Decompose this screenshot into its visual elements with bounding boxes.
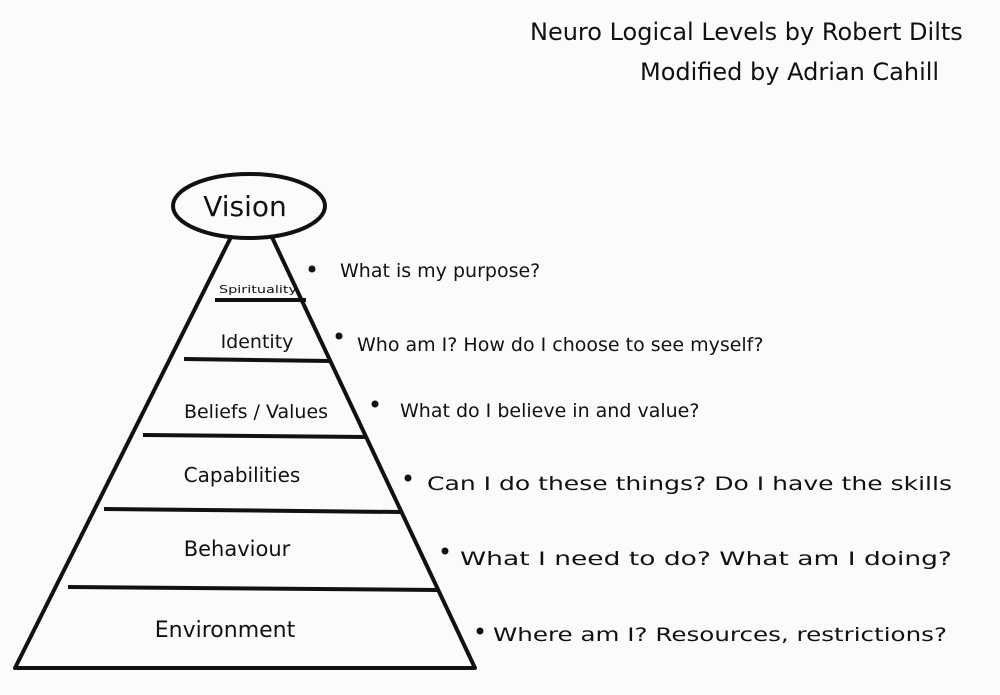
bullet-dot [371,400,379,408]
title-line-1: Neuro Logical Levels by Robert Dilts [530,18,963,46]
vision-ellipse [171,172,327,240]
question-capabilities: Can I do these things? Do I have the ski… [427,473,952,495]
question-behaviour: What I need to do? What am I doing? [460,548,952,570]
bullet-dot [335,332,343,340]
bullet-dot [476,627,484,635]
level-label-environment: Environment [155,618,296,643]
level-divider [183,357,332,363]
bullet-dot [308,265,316,273]
level-label-identity: Identity [221,331,294,353]
vision-label: Vision [203,190,287,223]
level-divider [67,585,438,592]
level-label-behaviour: Behaviour [184,537,291,561]
bullet-dot [404,474,412,482]
level-divider [103,507,401,514]
question-spirituality: What is my purpose? [340,260,540,282]
title-line-2: Modified by Adrian Cahill [640,58,939,86]
level-divider [142,433,368,439]
level-label-beliefs-values: Beliefs / Values [184,401,328,423]
question-environment: Where am I? Resources, restrictions? [493,624,947,646]
level-label-spirituality: Spirituality [219,283,298,296]
bullet-dot [441,547,449,555]
question-beliefs-values: What do I believe in and value? [400,400,699,422]
level-label-capabilities: Capabilities [184,463,301,487]
question-identity: Who am I? How do I choose to see myself? [357,334,763,356]
